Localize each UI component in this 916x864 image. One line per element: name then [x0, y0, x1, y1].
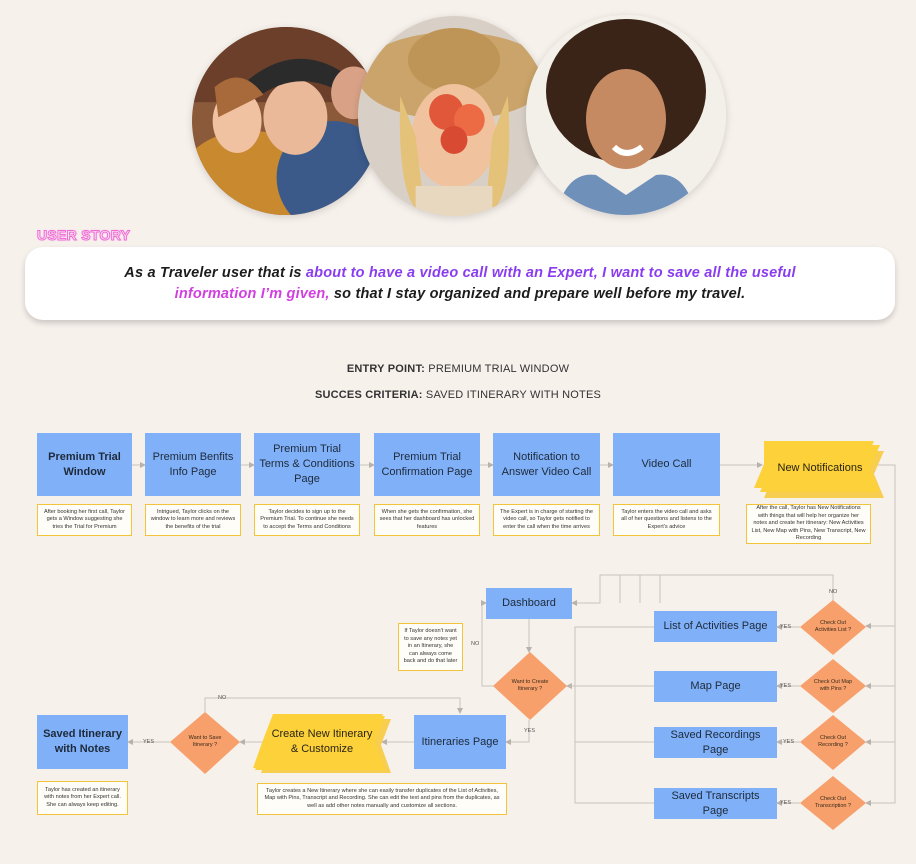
story-part2: so that I stay organized and prepare wel… [329, 285, 746, 302]
note-terms: Taylor decides to sign up to the Premium… [254, 504, 360, 536]
user-story-card: As a Traveler user that is about to have… [25, 247, 895, 320]
success-criteria-value: SAVED ITINERARY WITH NOTES [425, 389, 602, 401]
dashboard-box[interactable]: Dashboard [486, 588, 572, 619]
persona-photo-hat [358, 16, 550, 216]
yes-label-save: YES [143, 739, 155, 745]
saved-itinerary-box[interactable]: Saved Itinerary with Notes [37, 715, 128, 769]
note-new-notifications: After the call, Taylor has New Notificat… [746, 504, 871, 544]
user-story-text: As a Traveler user that is about to have… [100, 263, 820, 305]
note-benefits: Intrigued, Taylor clicks on the window t… [145, 504, 241, 536]
itineraries-page-box[interactable]: Itineraries Page [414, 715, 506, 769]
saved-recordings-box[interactable]: Saved Recordings Page [654, 727, 777, 758]
entry-point: ENTRY POINT: PREMIUM TRIAL WINDOW [0, 363, 916, 375]
premium-benefits-box[interactable]: Premium Benfits Info Page [145, 433, 241, 496]
story-highlight1: about to have a video call with an Exper… [305, 264, 796, 281]
no-label-save: NO [218, 695, 227, 701]
premium-trial-window-box[interactable]: Premium Trial Window [37, 433, 132, 496]
list-of-activities-box[interactable]: List of Activities Page [654, 611, 777, 642]
persona-photo-curly [526, 15, 726, 215]
note-saved-itinerary: Taylor has created an itinerary with not… [37, 781, 128, 815]
yes-label-create: YES [524, 728, 536, 734]
note-video-call: Taylor enters the video call and asks al… [613, 504, 720, 536]
new-notifications-shape [754, 441, 884, 498]
success-criteria: SUCCES CRITERIA: SAVED ITINERARY WITH NO… [0, 389, 916, 401]
yes-label-activities: YES [780, 624, 792, 630]
yes-label-transcript: YES [780, 800, 792, 806]
note-confirmation: When she gets the confirmation, she sees… [374, 504, 480, 536]
note-premium-trial: After booking her first call, Taylor get… [37, 504, 132, 536]
decision-save-itinerary-label: Want to Save Itinerary ? [188, 735, 222, 748]
create-new-shape [253, 714, 391, 773]
decision-transcription-label: Check Out Transcription ? [814, 796, 852, 809]
user-story-tag: USER STORY [36, 227, 131, 244]
video-call-notification-box[interactable]: Notification to Answer Video Call [493, 433, 600, 496]
confirmation-box[interactable]: Premium Trial Confirmation Page [374, 433, 480, 496]
decision-create-itinerary-label: Want to Create Itinerary ? [511, 679, 549, 692]
new-notifications-label[interactable]: New Notifications [777, 462, 863, 474]
decision-recording-label: Check Out Recording ? [818, 735, 848, 748]
yes-label-recording: YES [783, 739, 795, 745]
decision-map-label: Check Out Map with Pins ? [813, 679, 853, 692]
no-label-create: NO [471, 641, 480, 647]
success-criteria-label: SUCCES CRITERIA: [314, 389, 423, 401]
create-new-itinerary-label[interactable]: Create New Itinerary & Customize [271, 728, 373, 755]
note-dashboard: If Taylor doesn't want to save any notes… [398, 623, 463, 671]
note-create-new: Taylor creates a New Itinerary where she… [257, 783, 507, 815]
story-highlight2: information I’m given, [174, 285, 330, 302]
yes-label-map: YES [780, 683, 792, 689]
story-part1: As a Traveler user that is [124, 264, 306, 281]
entry-point-label: ENTRY POINT: [346, 363, 426, 375]
saved-transcripts-box[interactable]: Saved Transcripts Page [654, 788, 777, 819]
decision-activities-label: Check Out Activities List ? [814, 620, 852, 633]
entry-point-value: PREMIUM TRIAL WINDOW [428, 363, 570, 375]
video-call-box[interactable]: Video Call [613, 433, 720, 496]
note-notification: The Expert is in charge of starting the … [493, 504, 600, 536]
map-page-box[interactable]: Map Page [654, 671, 777, 702]
terms-conditions-box[interactable]: Premium Trial Terms & Conditions Page [254, 433, 360, 496]
no-label-activities: NO [829, 589, 838, 595]
